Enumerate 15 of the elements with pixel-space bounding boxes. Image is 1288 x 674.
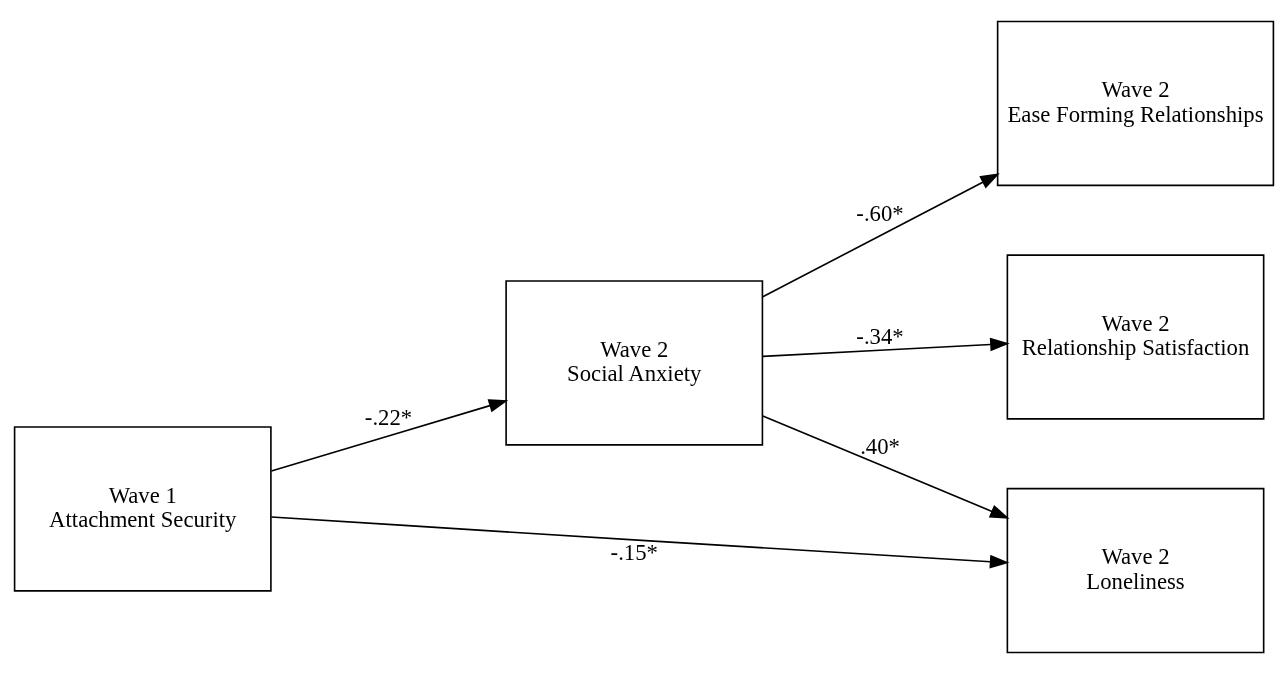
node-box: Wave 2 Loneliness [1006, 487, 1265, 654]
edge-label: -.34* [856, 323, 904, 349]
arrow [762, 173, 1000, 298]
edge-label: -.22* [364, 404, 413, 430]
arrow [762, 337, 1010, 358]
edge-label: -.60* [856, 200, 904, 226]
arrow [270, 399, 509, 472]
edge-label: -.15* [610, 539, 658, 565]
edge-label: .40* [860, 434, 900, 460]
node-box: Wave 1 Attachment Security [13, 426, 272, 592]
arrow [762, 415, 1010, 519]
arrow [270, 516, 1010, 569]
node-box: Wave 2 Social Anxiety [505, 280, 764, 446]
node-box: Wave 2 Relationship Satisfaction [1006, 254, 1265, 420]
node-box: Wave 2 Ease Forming Relationships [996, 20, 1275, 187]
